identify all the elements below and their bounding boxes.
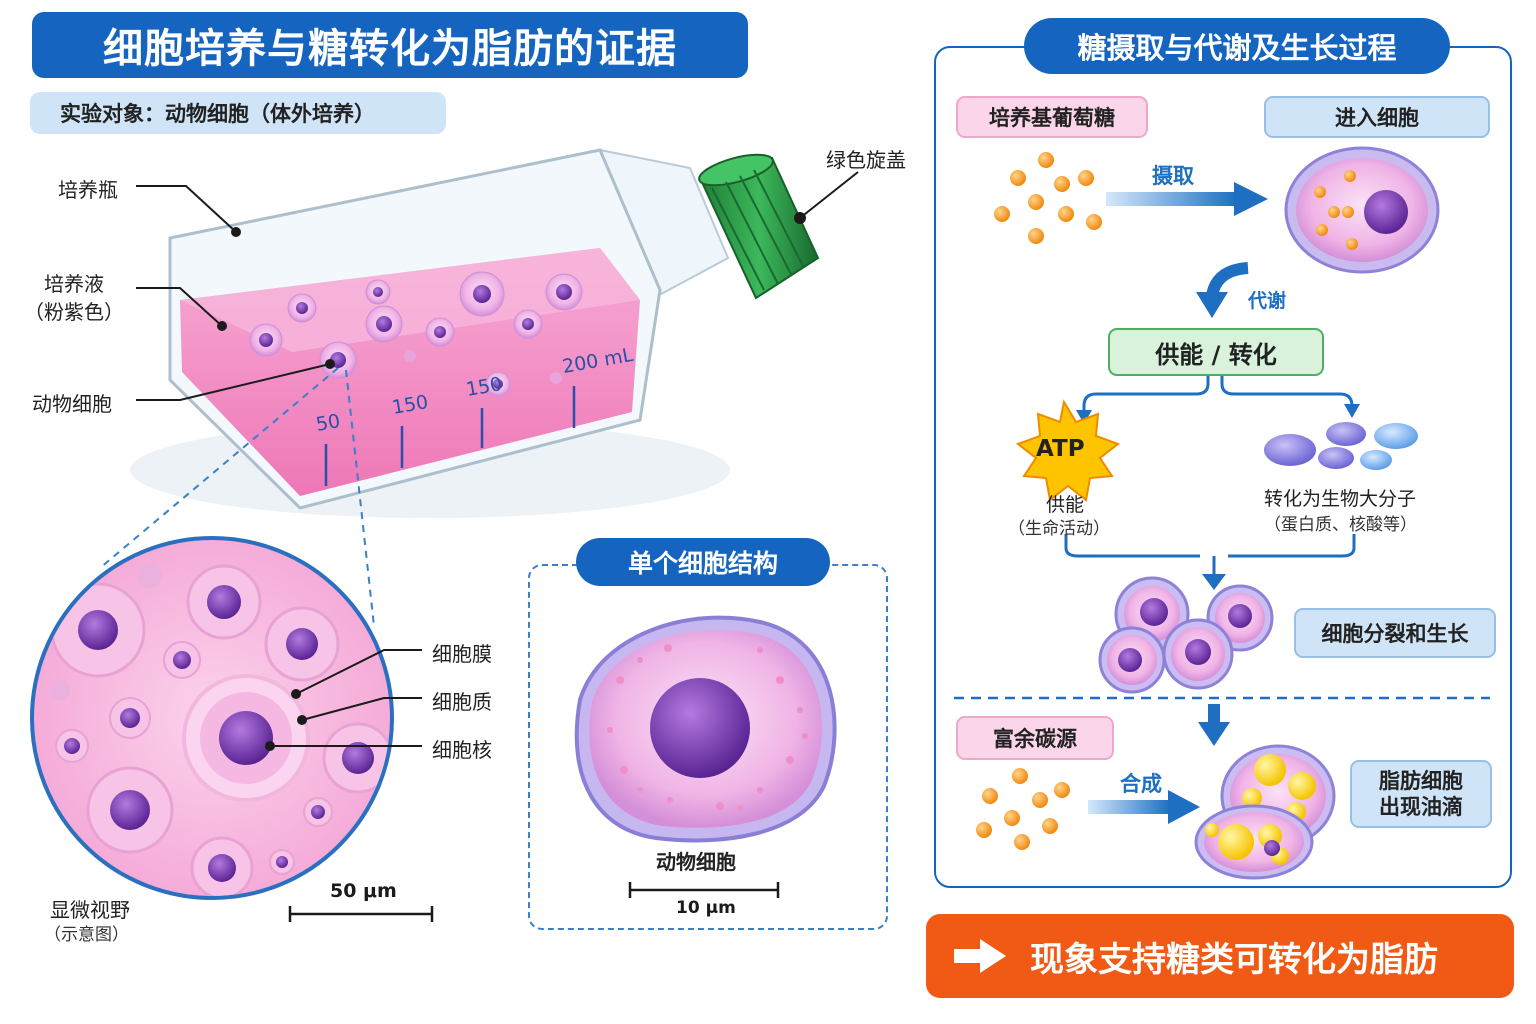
label-culture-medium: 培养液 — [44, 272, 104, 296]
microscope-caption: 显微视野 — [50, 898, 130, 922]
cell-scale-label: 10 μm — [676, 898, 736, 918]
metabolism-arrow — [1196, 262, 1249, 318]
flask-leader-lines — [136, 171, 859, 401]
single-cell-drawing — [574, 615, 837, 843]
macromolecule-label: 转化为生物大分子 — [1264, 488, 1417, 510]
micro-leader-lines — [265, 649, 422, 751]
down-arrow — [1198, 704, 1230, 746]
label-green-cap: 绿色旋盖 — [826, 148, 906, 172]
conclusion-text: 现象支持糖类可转化为脂肪 — [1030, 939, 1438, 980]
tag-medium-glucose: 培养基葡萄糖 — [956, 96, 1148, 138]
micro-scale-label: 50 μm — [330, 880, 397, 902]
energy-note: （生命活动） — [1008, 519, 1110, 539]
tag-cell-division: 细胞分裂和生长 — [1294, 608, 1496, 658]
synthesis-arrow — [1088, 790, 1200, 824]
cell-scale-bar — [628, 882, 780, 898]
graduation-marks — [324, 386, 576, 486]
dividing-cells — [1098, 576, 1274, 694]
microscope-caption-note: （示意图） — [44, 925, 129, 945]
cell-with-glucose — [1284, 146, 1440, 274]
culture-flask — [130, 148, 820, 518]
single-cell-title: 单个细胞结构 — [576, 538, 830, 586]
uptake-label: 摄取 — [1152, 164, 1194, 188]
tag-energy-conversion: 供能 / 转化 — [1108, 328, 1324, 376]
microscope-view — [30, 536, 394, 900]
metabolism-label: 代谢 — [1248, 290, 1287, 312]
surplus-glucose — [976, 768, 1070, 850]
label-culture-bottle: 培养瓶 — [58, 178, 118, 202]
label-medium-note: （粉紫色） — [24, 300, 124, 324]
fat-cell-line1: 脂肪细胞 — [1379, 769, 1463, 793]
label-nucleus: 细胞核 — [432, 738, 492, 762]
atp-label: ATP — [1036, 436, 1085, 462]
label-cell-membrane: 细胞膜 — [432, 642, 492, 666]
fat-cell-line2: 出现油滴 — [1379, 795, 1463, 819]
single-cell-box — [528, 564, 888, 930]
graduation-50: 50 — [314, 410, 342, 436]
label-animal-cell: 动物细胞 — [32, 392, 112, 416]
flask-cells — [249, 271, 583, 397]
energy-label: 供能 — [1046, 494, 1085, 516]
glucose-molecules — [994, 152, 1102, 244]
conclusion-banner: 现象支持糖类可转化为脂肪 — [926, 914, 1514, 998]
subject-label: 实验对象：动物细胞（体外培养） — [30, 92, 446, 134]
tag-surplus-carbon: 富余碳源 — [956, 716, 1114, 760]
uptake-arrow — [1106, 182, 1268, 216]
right-arrow-icon — [954, 939, 1006, 973]
label-cytoplasm: 细胞质 — [432, 690, 492, 714]
tag-fat-cell: 脂肪细胞 出现油滴 — [1350, 760, 1492, 828]
macromolecule-note: （蛋白质、核酸等） — [1264, 515, 1417, 535]
fat-cells — [1194, 744, 1336, 880]
green-cap — [698, 153, 820, 300]
tag-enter-cell: 进入细胞 — [1264, 96, 1490, 138]
page-title: 细胞培养与糖转化为脂肪的证据 — [32, 12, 748, 78]
zoom-lines — [99, 367, 375, 627]
process-title: 糖摄取与代谢及生长过程 — [1024, 18, 1450, 74]
single-cell-label: 动物细胞 — [656, 850, 736, 874]
macromolecules — [1264, 422, 1418, 470]
micro-scale-bar — [288, 906, 434, 922]
synthesis-label: 合成 — [1120, 772, 1162, 796]
atp-burst — [1015, 399, 1121, 502]
